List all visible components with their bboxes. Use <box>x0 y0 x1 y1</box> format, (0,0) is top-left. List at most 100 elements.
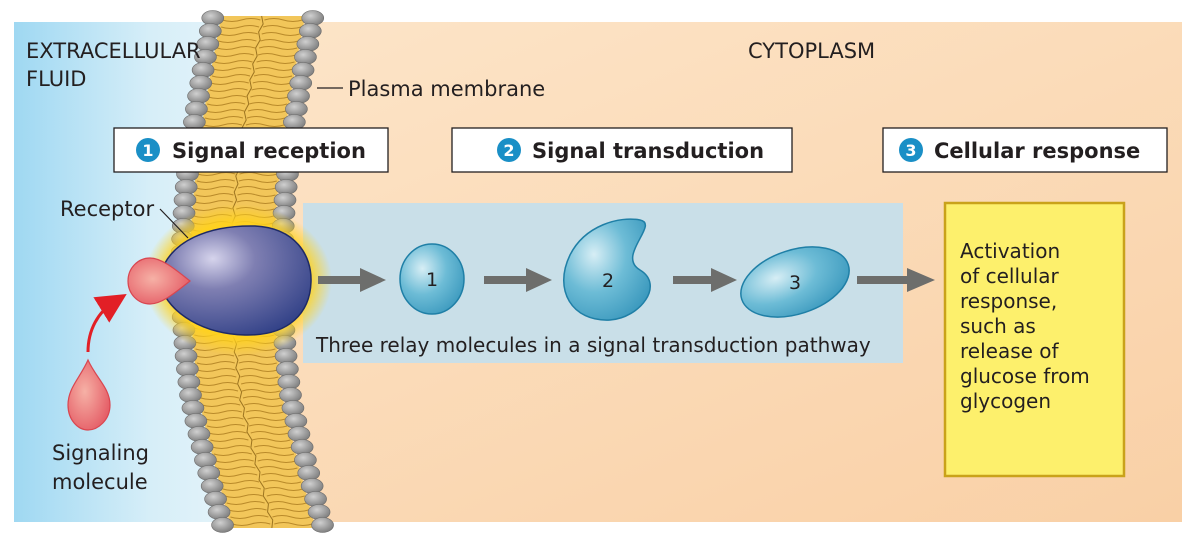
lipid-tail <box>239 368 278 372</box>
relay-molecule-3-label: 3 <box>789 272 801 294</box>
response-text-line: glycogen <box>960 389 1051 413</box>
phospholipid-head <box>200 478 224 494</box>
phospholipid-head <box>289 75 313 91</box>
lipid-tail <box>200 396 240 400</box>
response-text-line: such as <box>960 314 1036 338</box>
arrow-relay2-to-relay3 <box>673 268 737 292</box>
lipid-tail <box>240 382 280 386</box>
lipid-tail <box>195 186 235 190</box>
phospholipid-head <box>181 400 205 416</box>
lipid-tail <box>237 193 276 197</box>
step-1-number: 1 <box>142 141 153 160</box>
lipid-tail <box>252 438 291 442</box>
lipid-tail <box>218 39 257 43</box>
lipid-tail <box>210 81 249 85</box>
lipid-tail <box>211 74 251 78</box>
lipid-tail <box>250 431 289 435</box>
phospholipid-head <box>197 465 221 481</box>
lipid-tail <box>241 389 281 393</box>
phospholipid-head <box>204 491 227 507</box>
lipid-tail <box>261 32 300 36</box>
receptor-label: Receptor <box>60 197 154 221</box>
lipid-tail <box>213 452 253 456</box>
response-text-line: release of <box>960 339 1060 363</box>
lipid-tail <box>213 67 252 71</box>
lipid-tail <box>256 60 295 64</box>
lipid-tail <box>266 494 305 498</box>
receptor-protein <box>159 225 312 336</box>
signaling-molecule-label-line2: molecule <box>52 470 148 494</box>
signaling-molecule-label: Signaling <box>52 441 149 465</box>
phospholipid-head <box>191 62 215 78</box>
lipid-tail <box>197 172 236 176</box>
lipid-tail <box>206 424 246 428</box>
response-text-line: Activation <box>960 239 1060 263</box>
plasma-membrane-label: Plasma membrane <box>348 77 545 101</box>
lipid-tail <box>226 501 265 505</box>
phospholipid-head <box>190 439 214 455</box>
lipid-tail <box>244 403 283 407</box>
lipid-tail <box>203 410 242 414</box>
lipid-tail <box>236 200 276 204</box>
phospholipid-head <box>184 413 208 429</box>
lipid-tail <box>259 466 298 470</box>
lipid-tail <box>219 473 258 477</box>
lipid-tail <box>208 95 247 99</box>
extracellular-label-line2: FLUID <box>26 67 86 91</box>
response-text-line: response, <box>960 289 1057 313</box>
lipid-tail <box>264 487 304 491</box>
phospholipid-head <box>290 439 314 455</box>
lipid-tail <box>264 18 303 22</box>
phospholipid-head <box>279 387 302 403</box>
stage-signal-transduction: 2 Signal transduction <box>451 127 793 173</box>
lipid-tail <box>252 81 291 85</box>
lipid-tail <box>196 361 235 365</box>
lipid-tail <box>268 501 307 505</box>
lipid-tail <box>253 74 293 78</box>
phospholipid-head <box>187 426 211 442</box>
lipid-tail <box>257 459 296 463</box>
phospholipid-head <box>304 491 327 507</box>
stage-cellular-response: 3 Cellular response <box>882 127 1168 173</box>
lipid-tail <box>211 445 251 449</box>
lipid-tail <box>195 193 234 197</box>
lipid-tail <box>247 109 287 113</box>
lipid-tail <box>196 179 235 183</box>
phospholipid-head <box>291 62 315 78</box>
lipid-tail <box>242 396 282 400</box>
binding-arrow <box>86 294 127 353</box>
lipid-tail <box>222 18 261 22</box>
response-text-line: of cellular <box>960 264 1060 288</box>
step-2-badge <box>497 138 521 162</box>
lipid-tail <box>215 53 254 57</box>
phospholipid-head <box>276 361 299 377</box>
arrow-relay3-to-response <box>857 268 935 292</box>
phospholipid-head <box>207 504 231 520</box>
phospholipid-head <box>284 413 308 429</box>
lipid-tail <box>274 522 313 526</box>
lipid-tail <box>219 32 258 36</box>
lipid-tail <box>204 116 244 120</box>
step-2-number: 2 <box>503 141 514 160</box>
phospholipid-head <box>281 400 305 416</box>
lipid-tail <box>197 368 236 372</box>
lipid-tail <box>228 508 267 512</box>
response-text-line: glucose from <box>960 364 1090 388</box>
lipid-tail <box>209 88 248 92</box>
phospholipid-head <box>187 88 210 104</box>
lipid-tail <box>262 25 302 29</box>
lipid-tail <box>237 186 277 190</box>
phospholipid-head <box>176 361 199 377</box>
phospholipid-head <box>211 517 234 533</box>
lipid-tail <box>246 116 286 120</box>
lipid-tail <box>238 361 277 365</box>
lipid-tail <box>216 46 256 50</box>
signaling-molecule <box>67 358 111 431</box>
phospholipid-head <box>179 387 202 403</box>
phospholipid-head <box>301 10 325 26</box>
lipid-tail <box>255 67 294 71</box>
lipid-tail <box>205 109 245 113</box>
step-1-badge <box>136 138 160 162</box>
lipid-tail <box>272 515 311 519</box>
